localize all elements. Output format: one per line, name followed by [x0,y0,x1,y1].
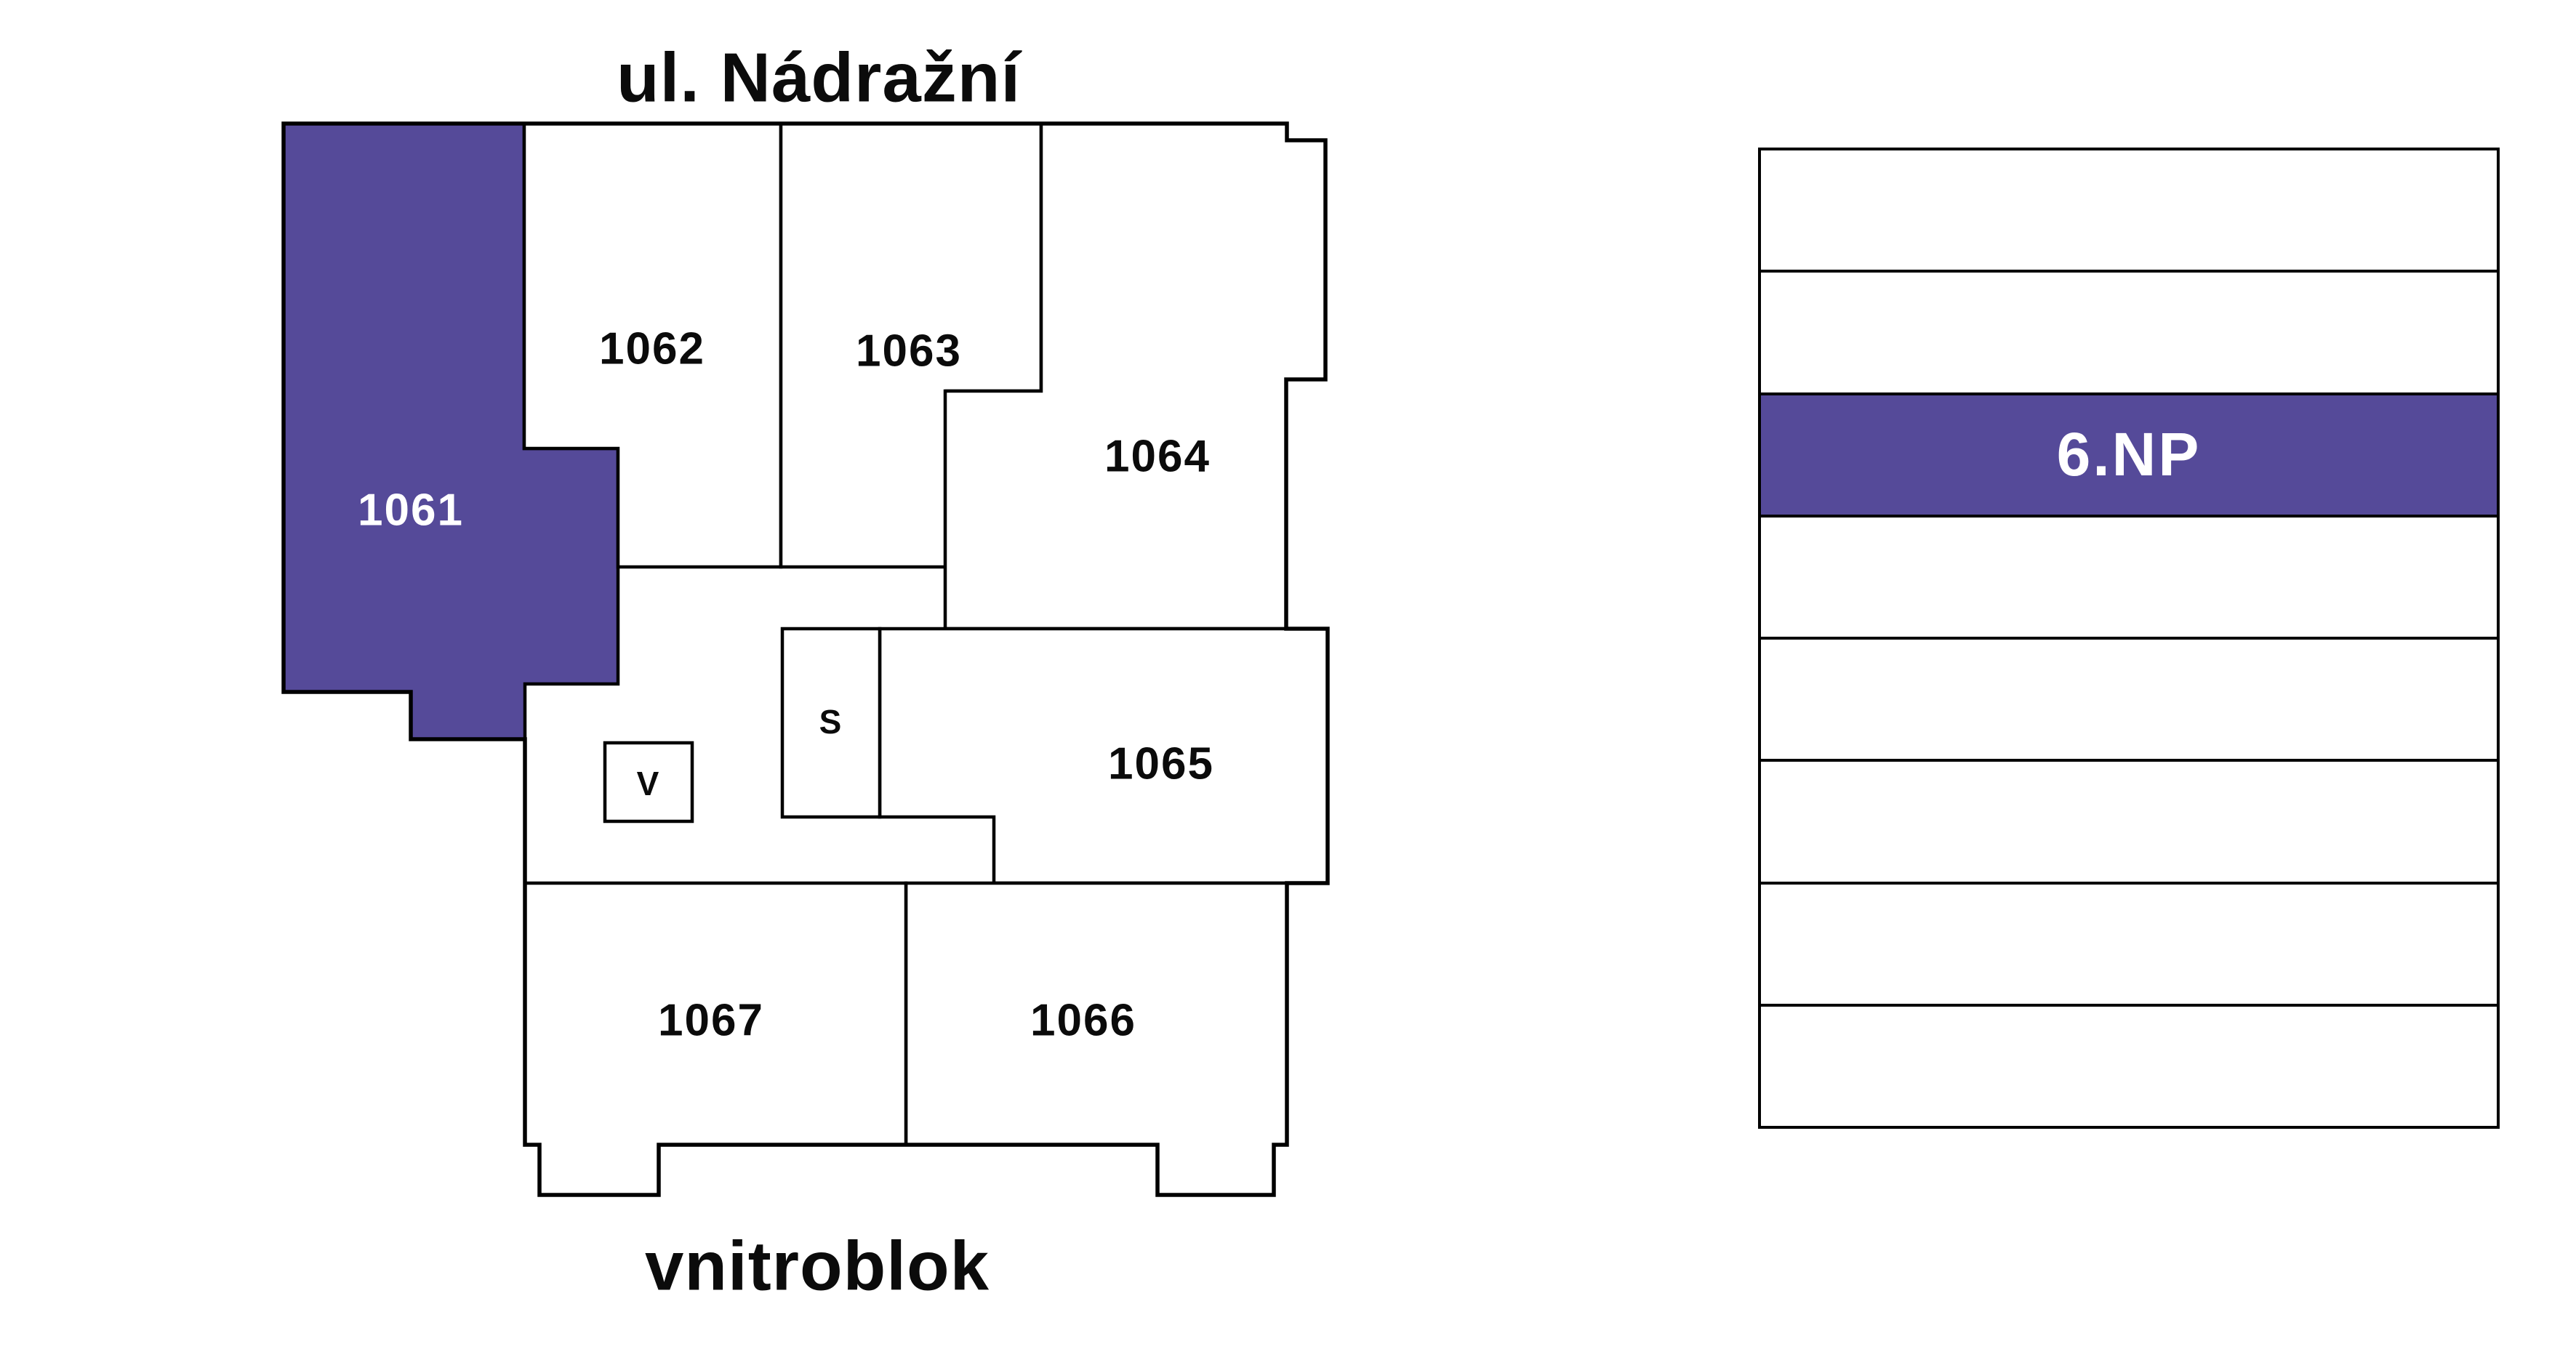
room-v-label: V [637,765,659,802]
unit-1061-label[interactable]: 1061 [358,486,464,536]
room-s-shape[interactable] [780,627,882,819]
floor-row-5[interactable] [1761,640,2497,762]
floor-row-7[interactable] [1761,884,2497,1007]
building-outline [281,121,1330,1197]
floor-row-6[interactable] [1761,762,2497,885]
unit-1066-label[interactable]: 1066 [1030,996,1136,1046]
floor-selector: 6.NP [1758,148,2500,1129]
unit-1067-label[interactable]: 1067 [658,996,764,1046]
floor-row-8[interactable] [1761,1006,2497,1126]
room-s-label: S [819,703,842,741]
unit-1063-label[interactable]: 1063 [856,326,962,377]
unit-1065-label[interactable]: 1065 [1108,739,1214,789]
floor-row-1[interactable] [1761,150,2497,273]
floor-row-3-active[interactable]: 6.NP [1761,395,2497,518]
floor-row-2[interactable] [1761,273,2497,395]
unit-1062-label[interactable]: 1062 [599,324,705,374]
room-v-shape[interactable] [603,741,694,824]
floor-row-label: 6.NP [2056,420,2202,489]
unit-1064-label[interactable]: 1064 [1104,432,1211,482]
floor-row-4[interactable] [1761,517,2497,640]
street-label-top: ul. Nádražní [617,39,1022,117]
street-label-bottom: vnitroblok [645,1228,990,1305]
unit-1065-shape[interactable] [878,627,1330,885]
